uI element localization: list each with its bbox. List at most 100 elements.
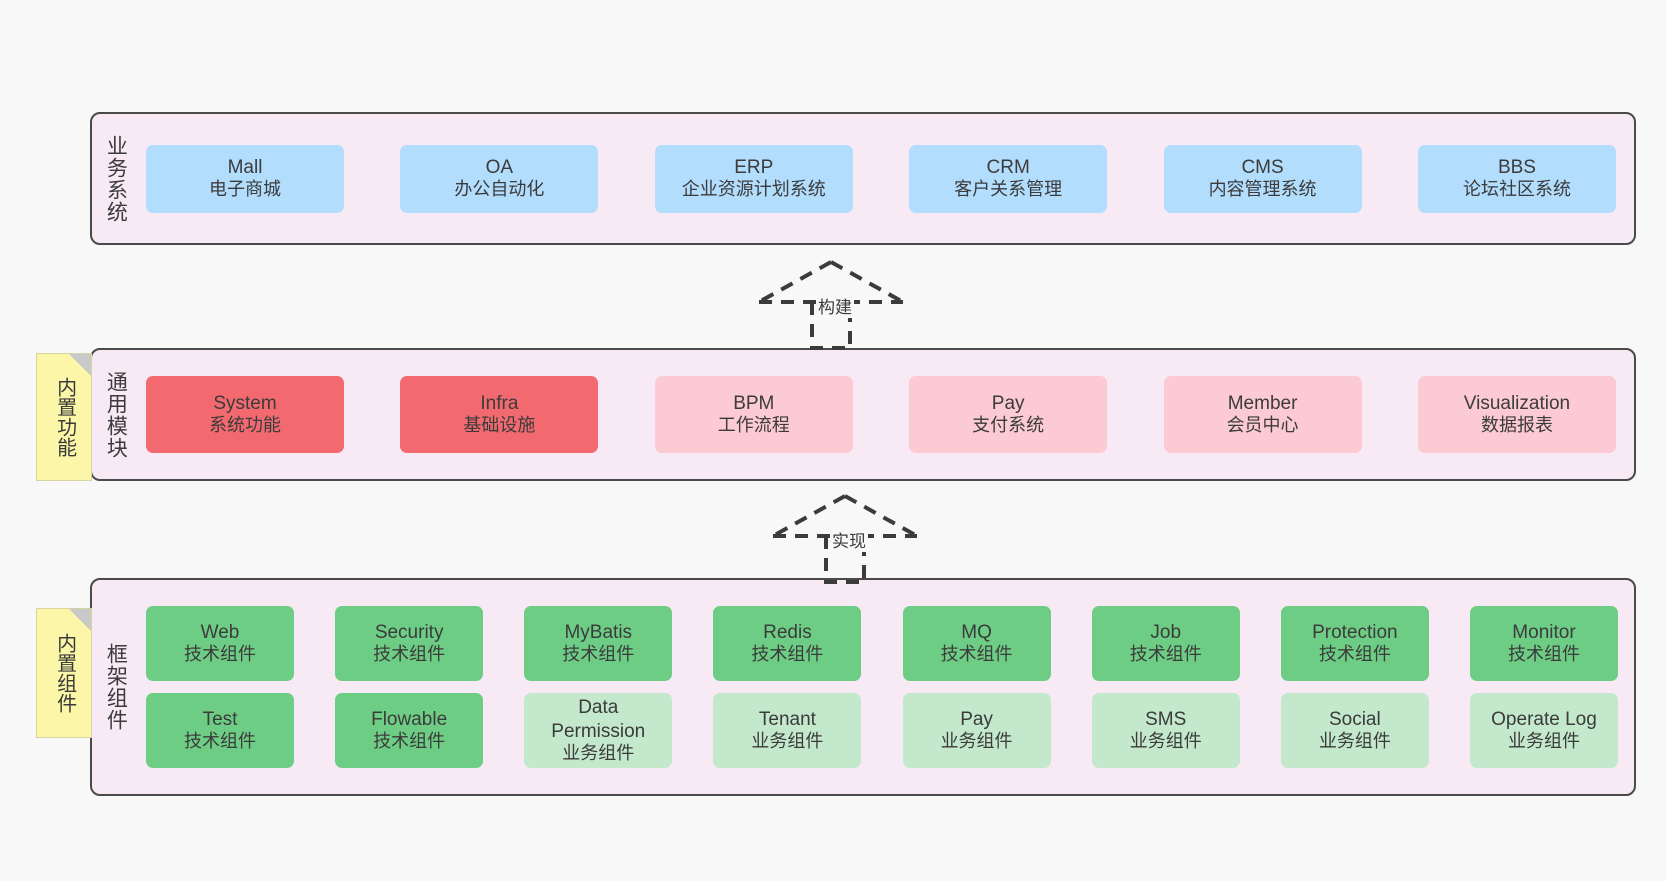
layer-body-framework: Web 技术组件 Security 技术组件 MyBatis 技术组件 Redi…	[138, 580, 1634, 794]
card-name: Pay	[991, 392, 1025, 414]
card-desc: 技术组件	[562, 644, 635, 665]
common-card-row: System 系统功能 Infra 基础设施 BPM 工作流程 Pay 支付系统…	[146, 376, 1616, 453]
layer-body-common: System 系统功能 Infra 基础设施 BPM 工作流程 Pay 支付系统…	[138, 350, 1634, 479]
layer-business-system: 业务系统 Mall 电子商城 OA 办公自动化 ERP 企业资源计划系统 CRM…	[90, 112, 1636, 245]
arrow-implement-relation: 实现	[770, 492, 920, 584]
framework-card-operate-log[interactable]: Operate Log 业务组件	[1469, 693, 1618, 768]
card-desc: 办公自动化	[454, 179, 545, 200]
common-card-pay[interactable]: Pay 支付系统	[909, 376, 1108, 453]
common-card-visualization[interactable]: Visualization 数据报表	[1417, 376, 1616, 453]
framework-card-mybatis[interactable]: MyBatis 技术组件	[524, 606, 673, 681]
card-name: Data Permission	[551, 697, 646, 742]
card-desc: 技术组件	[184, 644, 256, 665]
layer-framework-component: 框架组件 Web 技术组件 Security 技术组件 MyBatis 技术组件…	[90, 578, 1636, 796]
card-name: Tenant	[758, 708, 816, 730]
card-name: System	[213, 392, 277, 414]
card-desc: 数据报表	[1480, 415, 1553, 436]
framework-tech-row: Web 技术组件 Security 技术组件 MyBatis 技术组件 Redi…	[146, 606, 1618, 681]
framework-card-social[interactable]: Social 业务组件	[1280, 693, 1429, 768]
framework-card-data-permission[interactable]: Data Permission 业务组件	[524, 693, 673, 768]
framework-card-pay[interactable]: Pay 业务组件	[902, 693, 1051, 768]
card-desc: 技术组件	[751, 644, 824, 665]
framework-biz-row: Test 技术组件 Flowable 技术组件 Data Permission …	[146, 693, 1618, 768]
common-card-infra[interactable]: Infra 基础设施	[400, 376, 599, 453]
card-name: Protection	[1312, 621, 1398, 643]
layer-common-module: 通用模块 System 系统功能 Infra 基础设施 BPM 工作流程 Pay…	[90, 348, 1636, 481]
card-name: Redis	[763, 621, 812, 643]
card-desc: 基础设施	[463, 415, 536, 436]
business-card-row: Mall 电子商城 OA 办公自动化 ERP 企业资源计划系统 CRM 客户关系…	[146, 144, 1616, 213]
common-card-member[interactable]: Member 会员中心	[1163, 376, 1362, 453]
card-name: SMS	[1145, 708, 1187, 730]
card-desc: 业务组件	[1318, 731, 1391, 752]
framework-card-test[interactable]: Test 技术组件	[146, 693, 294, 768]
framework-card-protection[interactable]: Protection 技术组件	[1280, 606, 1429, 681]
card-desc: 业务组件	[1129, 731, 1202, 752]
card-desc: 业务组件	[751, 731, 824, 752]
card-desc: 业务组件	[1507, 731, 1580, 752]
arrow-build-label: 构建	[816, 293, 854, 318]
card-desc: 技术组件	[373, 731, 446, 752]
framework-card-security[interactable]: Security 技术组件	[335, 606, 484, 681]
card-desc: 电子商城	[209, 179, 281, 200]
business-card-erp[interactable]: ERP 企业资源计划系统	[654, 144, 853, 213]
framework-card-flowable[interactable]: Flowable 技术组件	[335, 693, 484, 768]
business-card-bbs[interactable]: BBS 论坛社区系统	[1417, 144, 1616, 213]
card-desc: 业务组件	[562, 742, 635, 763]
card-desc: 技术组件	[1129, 644, 1202, 665]
business-card-oa[interactable]: OA 办公自动化	[400, 144, 599, 213]
sticky-note-builtin-component: 内置组件	[36, 608, 92, 738]
framework-card-tenant[interactable]: Tenant 业务组件	[713, 693, 862, 768]
card-name: Web	[200, 621, 240, 643]
card-name: OA	[485, 156, 514, 178]
card-desc: 支付系统	[972, 415, 1045, 436]
business-card-cms[interactable]: CMS 内容管理系统	[1163, 144, 1362, 213]
common-card-system[interactable]: System 系统功能	[146, 376, 344, 453]
arrow-implement-label: 实现	[830, 527, 868, 552]
card-name: Social	[1328, 708, 1381, 730]
card-desc: 技术组件	[1318, 644, 1391, 665]
card-desc: 技术组件	[940, 644, 1013, 665]
card-name: MyBatis	[564, 621, 633, 643]
card-desc: 内容管理系统	[1208, 179, 1317, 200]
card-desc: 会员中心	[1226, 415, 1299, 436]
card-name: Pay	[960, 708, 993, 730]
card-name: Security	[374, 621, 444, 643]
card-desc: 技术组件	[373, 644, 446, 665]
card-name: MQ	[961, 621, 992, 643]
card-name: Visualization	[1463, 392, 1571, 414]
card-name: Flowable	[371, 708, 448, 730]
card-desc: 论坛社区系统	[1462, 179, 1571, 200]
card-name: Operate Log	[1491, 708, 1597, 730]
card-name: Infra	[480, 392, 519, 414]
card-name: Test	[202, 708, 238, 730]
card-desc: 技术组件	[184, 731, 256, 752]
framework-card-mq[interactable]: MQ 技术组件	[902, 606, 1051, 681]
framework-card-redis[interactable]: Redis 技术组件	[713, 606, 862, 681]
framework-card-job[interactable]: Job 技术组件	[1091, 606, 1240, 681]
framework-card-web[interactable]: Web 技术组件	[146, 606, 294, 681]
card-desc: 系统功能	[209, 415, 281, 436]
layer-title-business: 业务系统	[104, 134, 128, 223]
card-name: ERP	[734, 156, 774, 178]
card-name: Mall	[227, 156, 263, 178]
card-desc: 业务组件	[940, 731, 1013, 752]
card-name: Monitor	[1512, 621, 1576, 643]
layer-body-business: Mall 电子商城 OA 办公自动化 ERP 企业资源计划系统 CRM 客户关系…	[138, 114, 1634, 243]
business-card-crm[interactable]: CRM 客户关系管理	[909, 144, 1108, 213]
card-name: CRM	[986, 156, 1030, 178]
card-name: CMS	[1241, 156, 1284, 178]
sticky-note-builtin-function: 内置功能	[36, 353, 92, 481]
layer-title-framework: 框架组件	[104, 643, 128, 731]
framework-card-monitor[interactable]: Monitor 技术组件	[1469, 606, 1618, 681]
card-desc: 工作流程	[717, 415, 790, 436]
card-name: BPM	[733, 392, 775, 414]
layer-title-common: 通用模块	[104, 370, 128, 459]
business-card-mall[interactable]: Mall 电子商城	[146, 144, 344, 213]
arrow-build-relation: 构建	[756, 258, 906, 350]
common-card-bpm[interactable]: BPM 工作流程	[654, 376, 853, 453]
card-desc: 企业资源计划系统	[681, 179, 826, 200]
framework-card-sms[interactable]: SMS 业务组件	[1091, 693, 1240, 768]
card-name: BBS	[1497, 156, 1536, 178]
card-name: Member	[1227, 392, 1298, 414]
